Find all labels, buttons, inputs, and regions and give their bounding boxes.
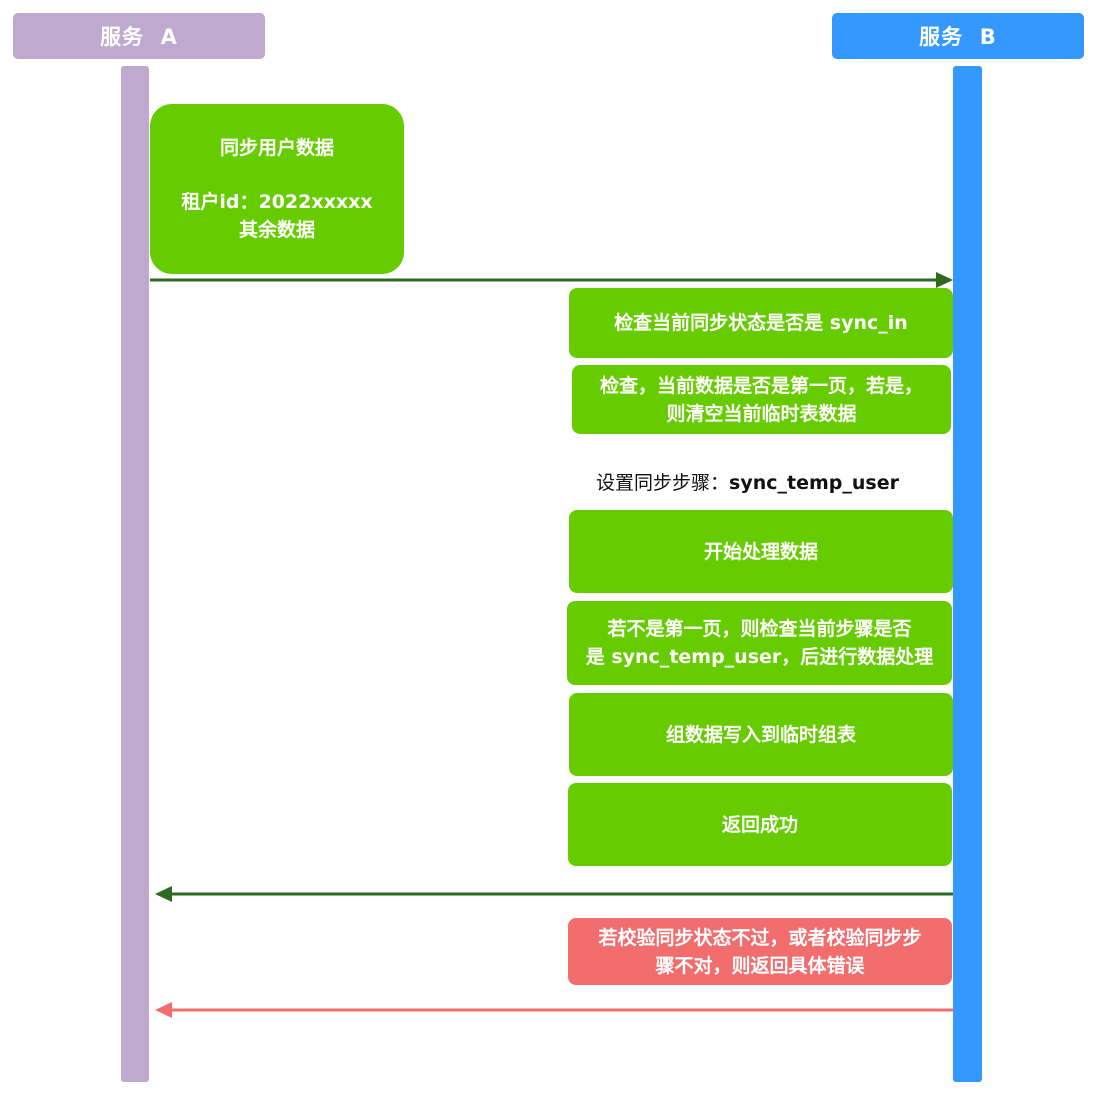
error-response-arrow: [155, 1002, 953, 1018]
set-step-value: sync_temp_user: [729, 472, 899, 494]
error-box: 若校验同步状态不过，或者校验同步步 骤不对，则返回具体错误: [568, 918, 952, 985]
request-tenant-id: 租户id：2022xxxxx: [181, 191, 373, 213]
request-title: 同步用户数据: [219, 137, 334, 159]
not-first-page-line1: 若不是第一页，则检查当前步骤是否: [607, 618, 912, 640]
write-temp-table-text: 组数据写入到临时组表: [665, 723, 856, 746]
check-sync-status-text: 检查当前同步状态是否是 sync_in: [614, 312, 908, 334]
start-process-box: 开始处理数据: [569, 510, 953, 593]
check-first-page-box: 检查，当前数据是否是第一页，若是， 则清空当前临时表数据: [572, 365, 951, 434]
request-other-data: 其余数据: [238, 219, 315, 241]
write-temp-table-box: 组数据写入到临时组表: [569, 693, 953, 776]
success-response-arrow: [155, 886, 953, 902]
service-b-header: 服务 B: [832, 13, 1084, 59]
error-line2: 骤不对，则返回具体错误: [655, 954, 865, 977]
service-a-header: 服务 A: [13, 13, 265, 59]
set-sync-step-text: 设置同步步骤：sync_temp_user: [596, 468, 899, 495]
service-b-label: 服务 B: [919, 25, 997, 49]
not-first-page-box: 若不是第一页，则检查当前步骤是否 是 sync_temp_user，后进行数据处…: [567, 601, 952, 685]
service-b-lifeline: [953, 66, 982, 1082]
error-line1: 若校验同步状态不过，或者校验同步步: [598, 926, 922, 949]
not-first-page-line2: 是 sync_temp_user，后进行数据处理: [585, 646, 934, 668]
check-first-page-line2: 则清空当前临时表数据: [666, 402, 857, 425]
service-a-lifeline: [121, 66, 149, 1082]
start-process-text: 开始处理数据: [703, 540, 818, 563]
check-sync-status-box: 检查当前同步状态是否是 sync_in: [569, 288, 953, 358]
request-box: 同步用户数据 租户id：2022xxxxx 其余数据: [150, 104, 404, 274]
check-first-page-line1: 检查，当前数据是否是第一页，若是，: [599, 374, 923, 397]
return-success-text: 返回成功: [721, 813, 798, 836]
return-success-box: 返回成功: [568, 783, 952, 866]
service-a-label: 服务 A: [100, 25, 178, 49]
request-arrow: [150, 272, 953, 288]
set-step-prefix: 设置同步步骤：: [596, 472, 730, 494]
